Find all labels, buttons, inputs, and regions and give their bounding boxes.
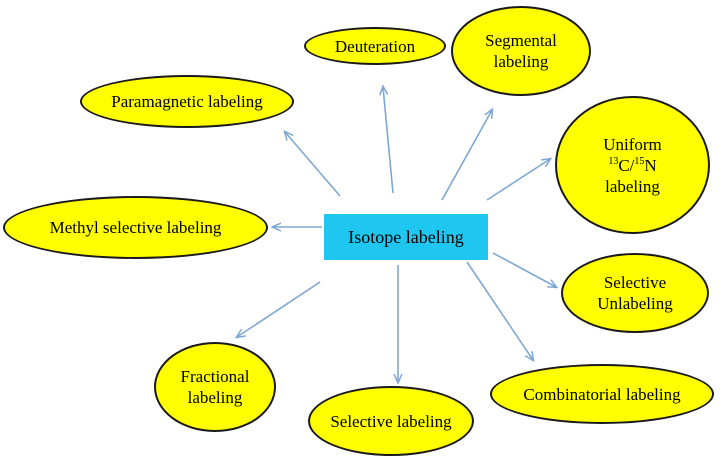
center-isotope-labeling: Isotope labeling [324, 214, 488, 260]
methyl-label: Methyl selective labeling [49, 218, 222, 237]
uniform-iso1: 13 [608, 155, 619, 167]
node-deuteration: Deuteration [304, 27, 446, 65]
arrow-to-selective-unlabeling [492, 252, 556, 287]
uniform-iso2: 15 [634, 155, 645, 167]
node-paramagnetic-labeling: Paramagnetic labeling [80, 75, 294, 128]
arrow-to-combinatorial [466, 261, 533, 360]
arrow-to-deuteration [383, 87, 394, 194]
combinatorial-label: Combinatorial labeling [523, 384, 681, 404]
uniform-line3: labeling [605, 176, 660, 196]
node-methyl-selective-labeling: Methyl selective labeling [3, 196, 268, 259]
uniform-isotopes: 13C/15N [603, 155, 662, 176]
segmental-line2: labeling [493, 52, 549, 71]
fractional-line1: Fractional [180, 367, 250, 386]
selective-label: Selective labeling [330, 411, 452, 431]
arrow-to-fractional [237, 281, 321, 337]
arrow-to-paramagnetic [285, 132, 341, 197]
arrow-to-uniform [486, 159, 550, 201]
node-uniform-labeling: Uniform 13C/15N labeling [555, 96, 710, 234]
fractional-line2: labeling [187, 388, 243, 407]
center-label: Isotope labeling [348, 226, 464, 247]
segmental-line1: Segmental [485, 31, 557, 50]
selective-unlabeling-line2: Unlabeling [597, 294, 673, 313]
node-segmental-labeling: Segmental labeling [451, 6, 591, 96]
uniform-line1: Uniform [603, 134, 662, 154]
paramagnetic-label: Paramagnetic labeling [111, 92, 263, 111]
node-fractional-labeling: Fractional labeling [154, 342, 276, 432]
node-selective-unlabeling: Selective Unlabeling [561, 253, 709, 333]
arrow-to-segmental [441, 110, 492, 201]
deuteration-label: Deuteration [334, 36, 416, 56]
selective-unlabeling-line1: Selective [603, 273, 667, 292]
uniform-elem1: C/ [618, 155, 635, 175]
node-combinatorial-labeling: Combinatorial labeling [490, 364, 714, 424]
node-selective-labeling: Selective labeling [308, 386, 474, 456]
uniform-elem2: N [644, 155, 657, 175]
